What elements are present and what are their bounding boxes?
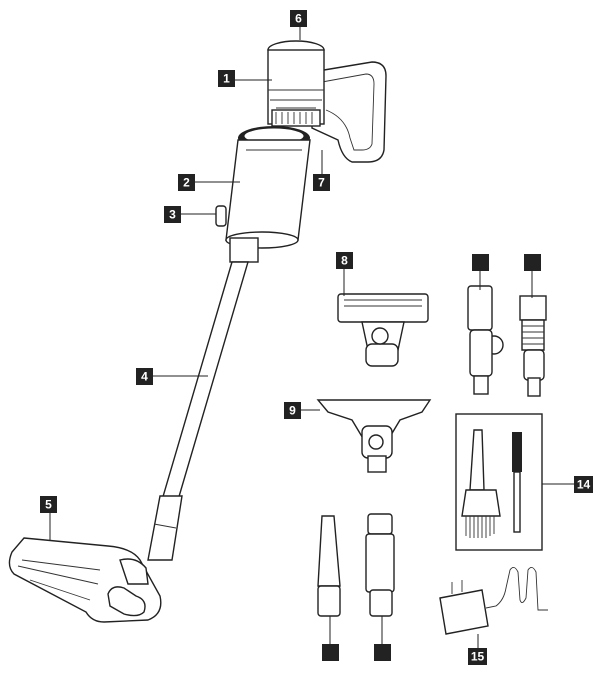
adapter-parts xyxy=(467,285,547,397)
callout-9-label: 9 xyxy=(289,404,296,418)
callout-6-label: 6 xyxy=(295,12,302,26)
callout-1-label: 1 xyxy=(223,72,230,86)
callout-6: 6 xyxy=(290,10,307,27)
callout-15: 15 xyxy=(468,648,487,665)
callout-5: 5 xyxy=(40,496,57,513)
callout-8-label: 8 xyxy=(341,254,348,268)
callout-7: 7 xyxy=(313,174,330,191)
callout-13 xyxy=(374,644,391,661)
callout-8: 8 xyxy=(336,252,353,269)
vacuum-main-unit xyxy=(8,40,387,623)
callout-11 xyxy=(524,254,541,271)
charger-part xyxy=(439,567,548,635)
callout-4-label: 4 xyxy=(141,370,148,384)
callout-12 xyxy=(322,644,339,661)
callout-7-label: 7 xyxy=(318,176,325,190)
callout-4: 4 xyxy=(136,368,153,385)
crevice-tool-part xyxy=(317,515,341,617)
callout-15-label: 15 xyxy=(471,650,485,664)
callout-14: 14 xyxy=(574,476,593,493)
extension-tool-part xyxy=(365,513,395,617)
callout-5-label: 5 xyxy=(45,498,52,512)
mini-motor-brush-part xyxy=(337,293,429,367)
callout-2: 2 xyxy=(178,174,195,191)
callout-10 xyxy=(472,254,489,271)
callout-9: 9 xyxy=(284,402,301,419)
callout-3: 3 xyxy=(164,206,181,223)
wide-nozzle-part xyxy=(316,399,432,473)
leader-lines xyxy=(49,26,574,648)
callout-1: 1 xyxy=(218,70,235,87)
brush-set-part xyxy=(455,413,543,551)
callout-2-label: 2 xyxy=(183,176,190,190)
callout-3-label: 3 xyxy=(169,208,176,222)
callout-14-label: 14 xyxy=(577,478,591,492)
